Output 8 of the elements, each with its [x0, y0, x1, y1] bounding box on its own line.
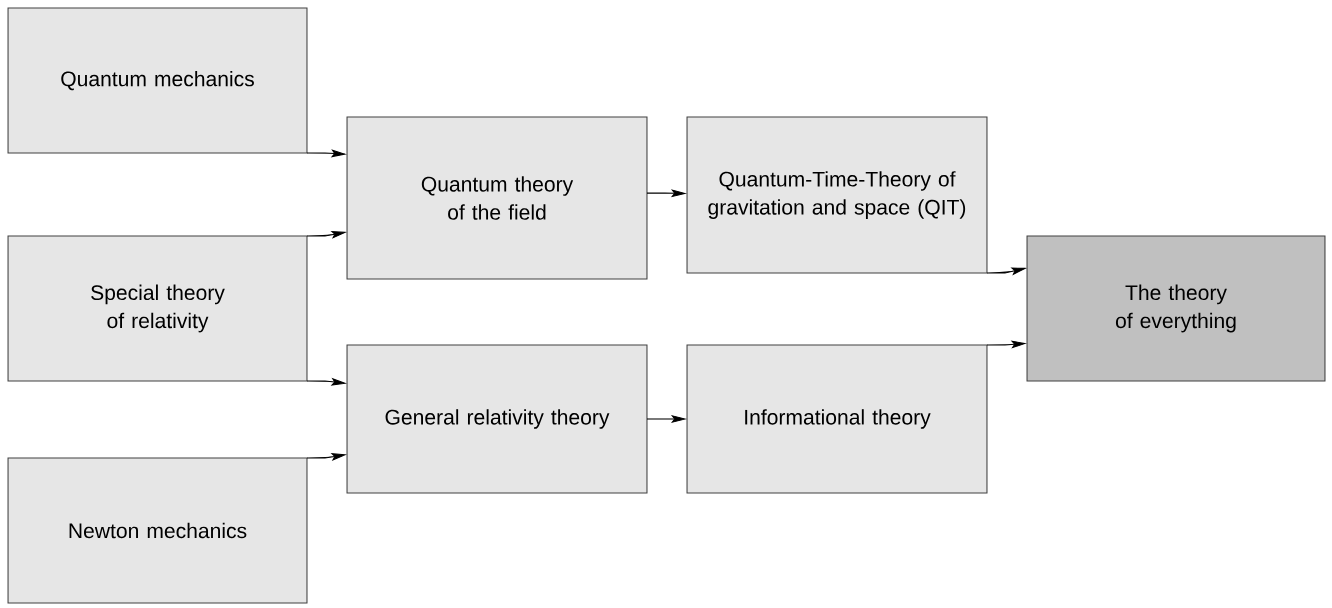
theory-box: Quantum-Time-Theory of gravitation and space (QIT)	[686, 116, 988, 274]
theory-box: Special theory of relativity	[7, 235, 308, 382]
theory-box: Newton mechanics	[7, 457, 308, 604]
theory-box: Quantum theory of the field	[346, 116, 648, 280]
theory-box: General relativity theory	[346, 344, 648, 494]
theory-box: Informational theory	[686, 344, 988, 494]
theory-box: Quantum mechanics	[7, 7, 308, 154]
result-box: The theory of everything	[1026, 235, 1326, 382]
